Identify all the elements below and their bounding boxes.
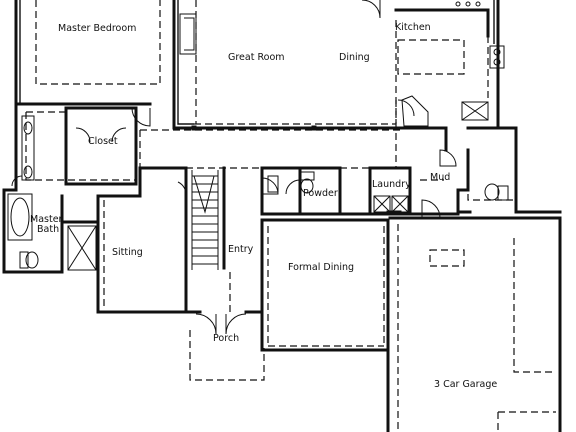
toilet-icon	[300, 178, 314, 194]
label-formal-dining: Formal Dining	[288, 262, 354, 273]
washer-icon	[373, 195, 391, 213]
doors	[11, 0, 457, 335]
label-dining: Dining	[339, 52, 370, 63]
staircase	[191, 170, 219, 270]
exterior-walls	[2, 0, 562, 432]
door-swing	[195, 313, 247, 335]
label-great-room: Great Room	[228, 52, 285, 63]
dashed-lines	[25, 0, 556, 432]
sink-icon	[23, 121, 33, 135]
label-garage: 3 Car Garage	[434, 379, 497, 390]
range-icon	[489, 45, 505, 69]
label-master-bath-line1: Master	[30, 214, 63, 225]
label-master-bedroom: Master Bedroom	[58, 23, 136, 34]
door-swing	[361, 0, 381, 19]
label-laundry: Laundry	[372, 179, 411, 190]
door-swing	[285, 179, 301, 195]
sink-icon	[267, 175, 279, 193]
label-sitting: Sitting	[112, 247, 143, 258]
door-swing	[421, 199, 441, 219]
label-master-bath-line2: Bath	[37, 224, 59, 235]
door-swing	[261, 177, 279, 195]
toilet-icon	[25, 251, 39, 269]
door-swing	[177, 181, 187, 197]
dryer-icon	[391, 195, 409, 213]
door-swing	[75, 127, 127, 143]
bathtub-icon	[10, 197, 30, 237]
fireplace	[179, 13, 197, 55]
toilet-icon	[484, 183, 500, 201]
sink-icon	[401, 95, 429, 127]
label-porch: Porch	[213, 333, 239, 344]
fixtures	[7, 1, 509, 271]
label-kitchen: Kitchen	[395, 22, 431, 33]
sink-icon	[23, 165, 33, 179]
label-powder: Powder	[303, 188, 338, 199]
door-swing	[397, 99, 415, 117]
door-swing	[131, 107, 151, 127]
room-labels: Master Bedroom Great Room Dining Kitchen…	[30, 22, 497, 390]
label-entry: Entry	[228, 244, 254, 255]
door-swing	[11, 175, 23, 187]
refrigerator-icon	[461, 101, 489, 121]
label-mud: Mud	[430, 172, 450, 183]
label-closet: Closet	[88, 136, 118, 147]
door-swing	[439, 149, 457, 167]
